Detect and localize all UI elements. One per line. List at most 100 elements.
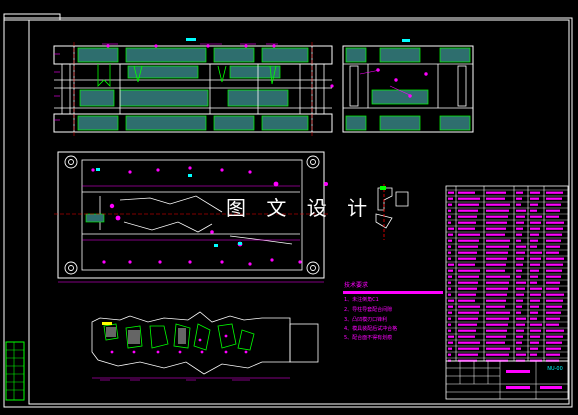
notes-title: 技术要求 [344,282,369,289]
detail-sketch[interactable] [375,184,409,240]
title-block-frame [445,360,569,400]
parts-cell-mark [530,311,538,314]
parts-cell-mark [448,323,451,326]
center-lines [73,42,313,136]
parts-cell-mark [516,269,522,272]
parts-cell-mark [546,335,563,338]
parts-cell-mark [530,257,541,260]
parts-cell-mark [516,221,524,224]
parts-cell-mark [546,239,561,242]
parts-cell-mark [546,341,562,344]
parts-cell-mark [530,239,538,242]
side-lines [343,63,473,109]
parts-cell-mark [530,353,537,356]
parts-cell-mark [530,293,541,296]
parts-cell-mark [458,275,479,278]
parts-cell-mark [486,269,505,272]
parts-cell-mark [516,323,525,326]
parts-cell-mark [448,257,451,260]
parts-cell-mark [486,323,508,326]
side-section-view[interactable] [342,39,474,133]
plan-inner [81,159,303,271]
parts-cell-mark [516,203,521,206]
parts-cell-mark [546,257,564,260]
side-strip-lines [6,342,24,400]
parts-cell-mark [448,335,454,338]
plan-cyan-marks [96,168,242,247]
note-line-5: 5、配合面不得有划痕 [344,335,393,341]
parts-cell-mark [546,209,560,212]
guide-holes [64,155,320,275]
side-hatch [345,47,471,131]
parts-cell-mark [516,335,523,338]
parts-cell-mark [448,209,451,212]
note-line-4: 4、模具装配后试冲合格 [344,326,398,332]
parts-cell-mark [448,275,452,278]
parts-cell-mark [458,203,479,206]
parts-cell-mark [486,227,506,230]
parts-cell-mark [458,329,476,332]
parts-cell-mark [458,251,477,254]
parts-cell-mark [530,335,540,338]
title-block[interactable] [445,360,569,400]
parts-cell-mark [530,269,539,272]
parts-cell-mark [448,215,451,218]
drawing-frame [3,17,573,408]
parts-cell-mark [486,221,507,224]
parts-cell-mark [546,215,559,218]
parts-cell-mark [458,197,480,200]
strip-end-block [289,323,319,363]
parts-cell-mark [530,197,539,200]
parts-cell-mark [516,215,525,218]
parts-cell-mark [458,191,475,194]
parts-cell-mark [486,311,510,314]
parts-cell-mark [546,329,564,332]
parts-cell-mark [448,221,451,224]
parts-cell-mark [516,245,526,248]
plan-dims [58,185,324,283]
parts-cell-mark [486,233,505,236]
parts-cell-mark [516,287,525,290]
parts-cell-mark [546,263,563,266]
parts-cell-mark [448,191,454,194]
plan-view[interactable] [54,151,330,283]
parts-cell-mark [546,353,560,356]
parts-cell-mark [530,251,542,254]
parts-list[interactable] [445,185,569,362]
strip-dims [92,377,290,381]
parts-cell-mark [530,233,539,236]
parts-cell-mark [448,347,452,350]
strip-outline [91,311,291,375]
parts-cell-mark [458,239,479,242]
hatch-blocks [77,47,309,131]
parts-cell-mark [448,311,452,314]
parts-cell-mark [486,329,507,332]
parts-cell-mark [530,221,541,224]
drawing-number: NU-00 [547,366,563,372]
parts-cell-mark [546,293,564,296]
parts-cell-mark [516,353,526,356]
parts-cell-mark [458,257,476,260]
parts-cell-mark [458,209,478,212]
parts-cell-mark [486,263,506,266]
parts-cell-mark [486,191,506,194]
parts-cell-mark [516,329,524,332]
inner-frame [28,19,570,405]
parts-cell-mark [530,317,537,320]
parts-cell-mark [546,305,562,308]
note-line-1: 1、未注倒角C1 [344,297,379,303]
parts-cell-mark [458,287,477,290]
strip-layout[interactable] [91,311,319,381]
parts-cell-mark [516,263,523,266]
parts-cell-mark [546,269,562,272]
front-section-view[interactable] [53,38,334,136]
parts-cell-mark [486,209,509,212]
parts-cell-mark [546,281,560,284]
parts-cell-mark [516,209,526,212]
parts-cell-mark [486,251,508,254]
parts-cell-mark [546,275,561,278]
parts-cell-mark [546,317,560,320]
parts-cell-mark [448,293,451,296]
parts-cell-mark [546,299,563,302]
